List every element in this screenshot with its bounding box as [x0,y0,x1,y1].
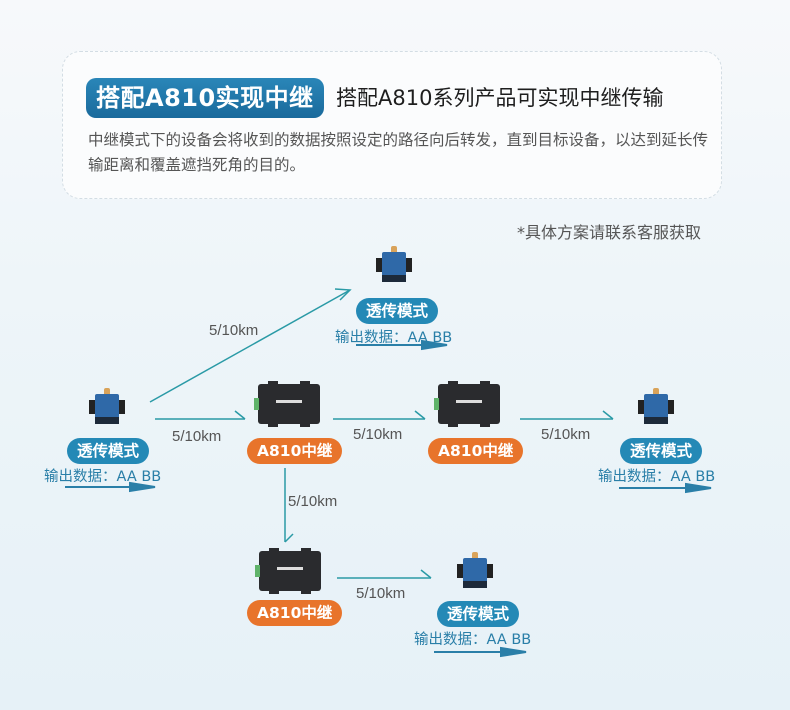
distance-label: 5/10km [541,426,591,443]
repeater-device-icon [254,380,324,428]
terminal-device-icon [375,246,413,284]
repeater-device-icon [255,547,325,595]
contact-note: *具体方案请联系客服获取 [517,223,702,242]
output-data: 输出数据：AA BB [598,469,716,485]
output-data: 输出数据：AA BB [44,469,162,485]
node-label: A810中继 [247,438,343,464]
subtitle: 搭配A810系列产品可实现中继传输 [336,86,664,110]
node-label: 透传模式 [437,601,520,627]
description: 中继模式下的设备会将收到的数据按照设定的路径向后转发，直到目标设备，以达到延长传… [88,131,709,174]
distance-label: 5/10km [353,426,403,443]
terminal-device-icon [88,388,126,426]
repeater-device-icon [434,380,504,428]
node-label: A810中继 [247,600,343,626]
node-label: 透传模式 [356,298,439,324]
distance-label: 5/10km [356,585,406,602]
node-label: A810中继 [428,438,524,464]
distance-label: 5/10km [209,322,259,339]
intro-card [62,51,722,199]
terminal-device-icon [637,388,675,426]
distance-label: 5/10km [172,428,222,445]
output-data: 输出数据：AA BB [414,632,532,648]
distance-label: 5/10km [288,493,338,510]
node-label: 透传模式 [620,438,703,464]
node-label: 透传模式 [67,438,150,464]
terminal-device-icon [456,552,494,590]
output-data: 输出数据：AA BB [335,330,453,346]
title-badge: 搭配A810实现中继 [86,78,324,118]
